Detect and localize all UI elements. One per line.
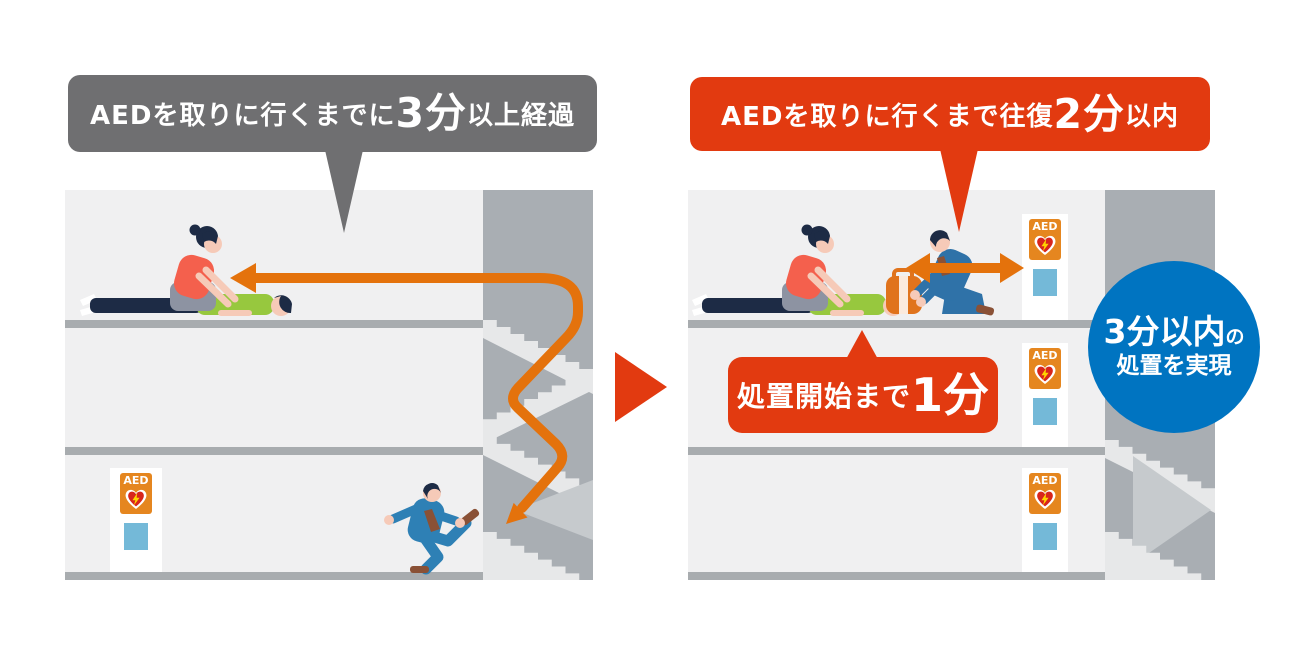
caption-text: 以内 [1124,101,1179,132]
aed-sign: AED [120,473,152,514]
result-circle: 3分以内の 処置を実現 [1088,261,1260,433]
cabinet-window [1033,269,1057,296]
aed-cabinet: AED [110,468,162,572]
aed-cabinet: AED [1022,468,1068,572]
stair-flight [483,320,593,394]
heart-lightning-icon [125,489,147,509]
runner-figure [384,483,480,575]
caption-text: AEDを取りに行くまで往復 [720,101,1054,132]
aed-cabinet: AED [1022,343,1068,447]
floor-line [688,572,1105,580]
aed-sign-label: AED [1032,474,1058,487]
stair-flight [483,532,593,580]
floor-line [688,447,1105,455]
rescuer-figure [782,224,851,311]
after-bubble-tail [940,149,978,232]
floor-line [65,572,483,580]
stair-underside [1133,456,1211,564]
treatment-highlight: 1分 [911,368,990,422]
cabinet-window [1033,398,1057,425]
round-trip-arrow [906,253,1024,283]
before-stairwell [483,190,593,580]
heart-lightning-icon [1034,235,1056,255]
aed-sign: AED [1029,219,1061,260]
stair-underside [515,480,593,540]
treatment-bubble-tail [845,330,879,361]
aed-device [886,268,922,314]
heart-lightning-icon [1034,489,1056,509]
caption-text: 以上経過 [466,101,575,131]
floor-line [65,320,483,328]
rescuer-figure [170,224,239,311]
cabinet-window [1033,523,1057,550]
stair-flight [483,372,593,444]
cabinet-window [124,523,148,550]
cpr-scene-illustration [80,224,292,316]
result-line1: 3分以内の [1103,312,1245,352]
stair-flight [1105,532,1215,580]
before-bubble-tail [325,150,363,233]
aed-sign-label: AED [1032,220,1058,233]
floor-line [688,320,1105,328]
floor-line [65,447,483,455]
caption-highlight: 2分 [1053,89,1125,138]
comparison-arrow [615,352,667,422]
treatment-text: 処置開始まで [736,380,911,413]
caption-text: AEDを取りに行くまでに [89,101,396,131]
aed-sign-label: AED [123,474,149,487]
aed-sign: AED [1029,348,1061,389]
aed-sign-label: AED [1032,349,1058,362]
caption-highlight: 3分 [395,89,467,137]
aed-sign: AED [1029,473,1061,514]
aed-cabinet: AED [1022,214,1068,320]
retrieval-path-arrow [230,263,583,524]
heart-lightning-icon [1034,364,1056,384]
result-line2: 処置を実現 [1116,352,1232,379]
